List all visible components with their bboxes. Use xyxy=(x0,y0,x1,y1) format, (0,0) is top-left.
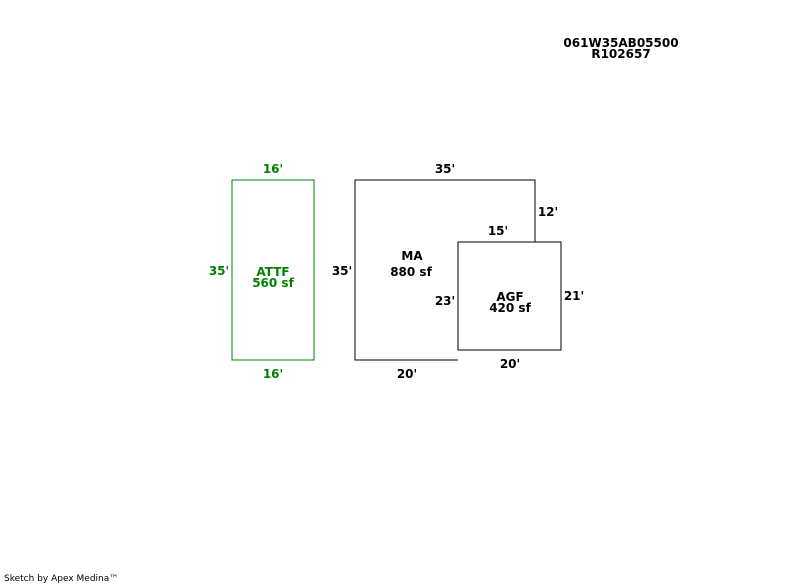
ma-area: 35' 12' 15' 23' 35' 20' MA 880 sf xyxy=(332,162,558,381)
attf-area-size: 560 sf xyxy=(252,276,294,290)
agf-bottom-dimension: 20' xyxy=(500,357,520,371)
ma-right-dimension: 12' xyxy=(538,205,558,219)
agf-outline xyxy=(457,241,562,351)
ma-top-dimension: 35' xyxy=(435,162,455,176)
agf-area: 21' 20' AGF 420 sf xyxy=(457,241,584,371)
ma-outline xyxy=(354,179,536,361)
attf-left-dimension: 35' xyxy=(209,264,229,278)
ma-notch-top-dimension: 15' xyxy=(488,224,508,238)
ma-left-dimension: 35' xyxy=(332,264,352,278)
attf-bottom-dimension: 16' xyxy=(263,367,283,381)
ma-notch-left-dimension: 23' xyxy=(435,294,455,308)
agf-area-size: 420 sf xyxy=(489,301,531,315)
agf-area-name: AGF xyxy=(496,290,523,304)
account-id: R102657 xyxy=(591,47,650,61)
sketch-credit: Sketch by Apex Medina™ xyxy=(4,574,119,584)
ma-bottom-dimension: 20' xyxy=(397,367,417,381)
attf-outline xyxy=(231,179,315,361)
attf-area-name: ATTF xyxy=(256,265,289,279)
ma-area-size: 880 sf xyxy=(390,265,432,279)
attf-top-dimension: 16' xyxy=(263,162,283,176)
parcel-id: 061W35AB05500 xyxy=(563,36,678,50)
attf-area: 16' 35' 16' ATTF 560 sf xyxy=(209,162,315,381)
ma-area-name: MA xyxy=(401,249,423,263)
agf-right-dimension: 21' xyxy=(564,289,584,303)
